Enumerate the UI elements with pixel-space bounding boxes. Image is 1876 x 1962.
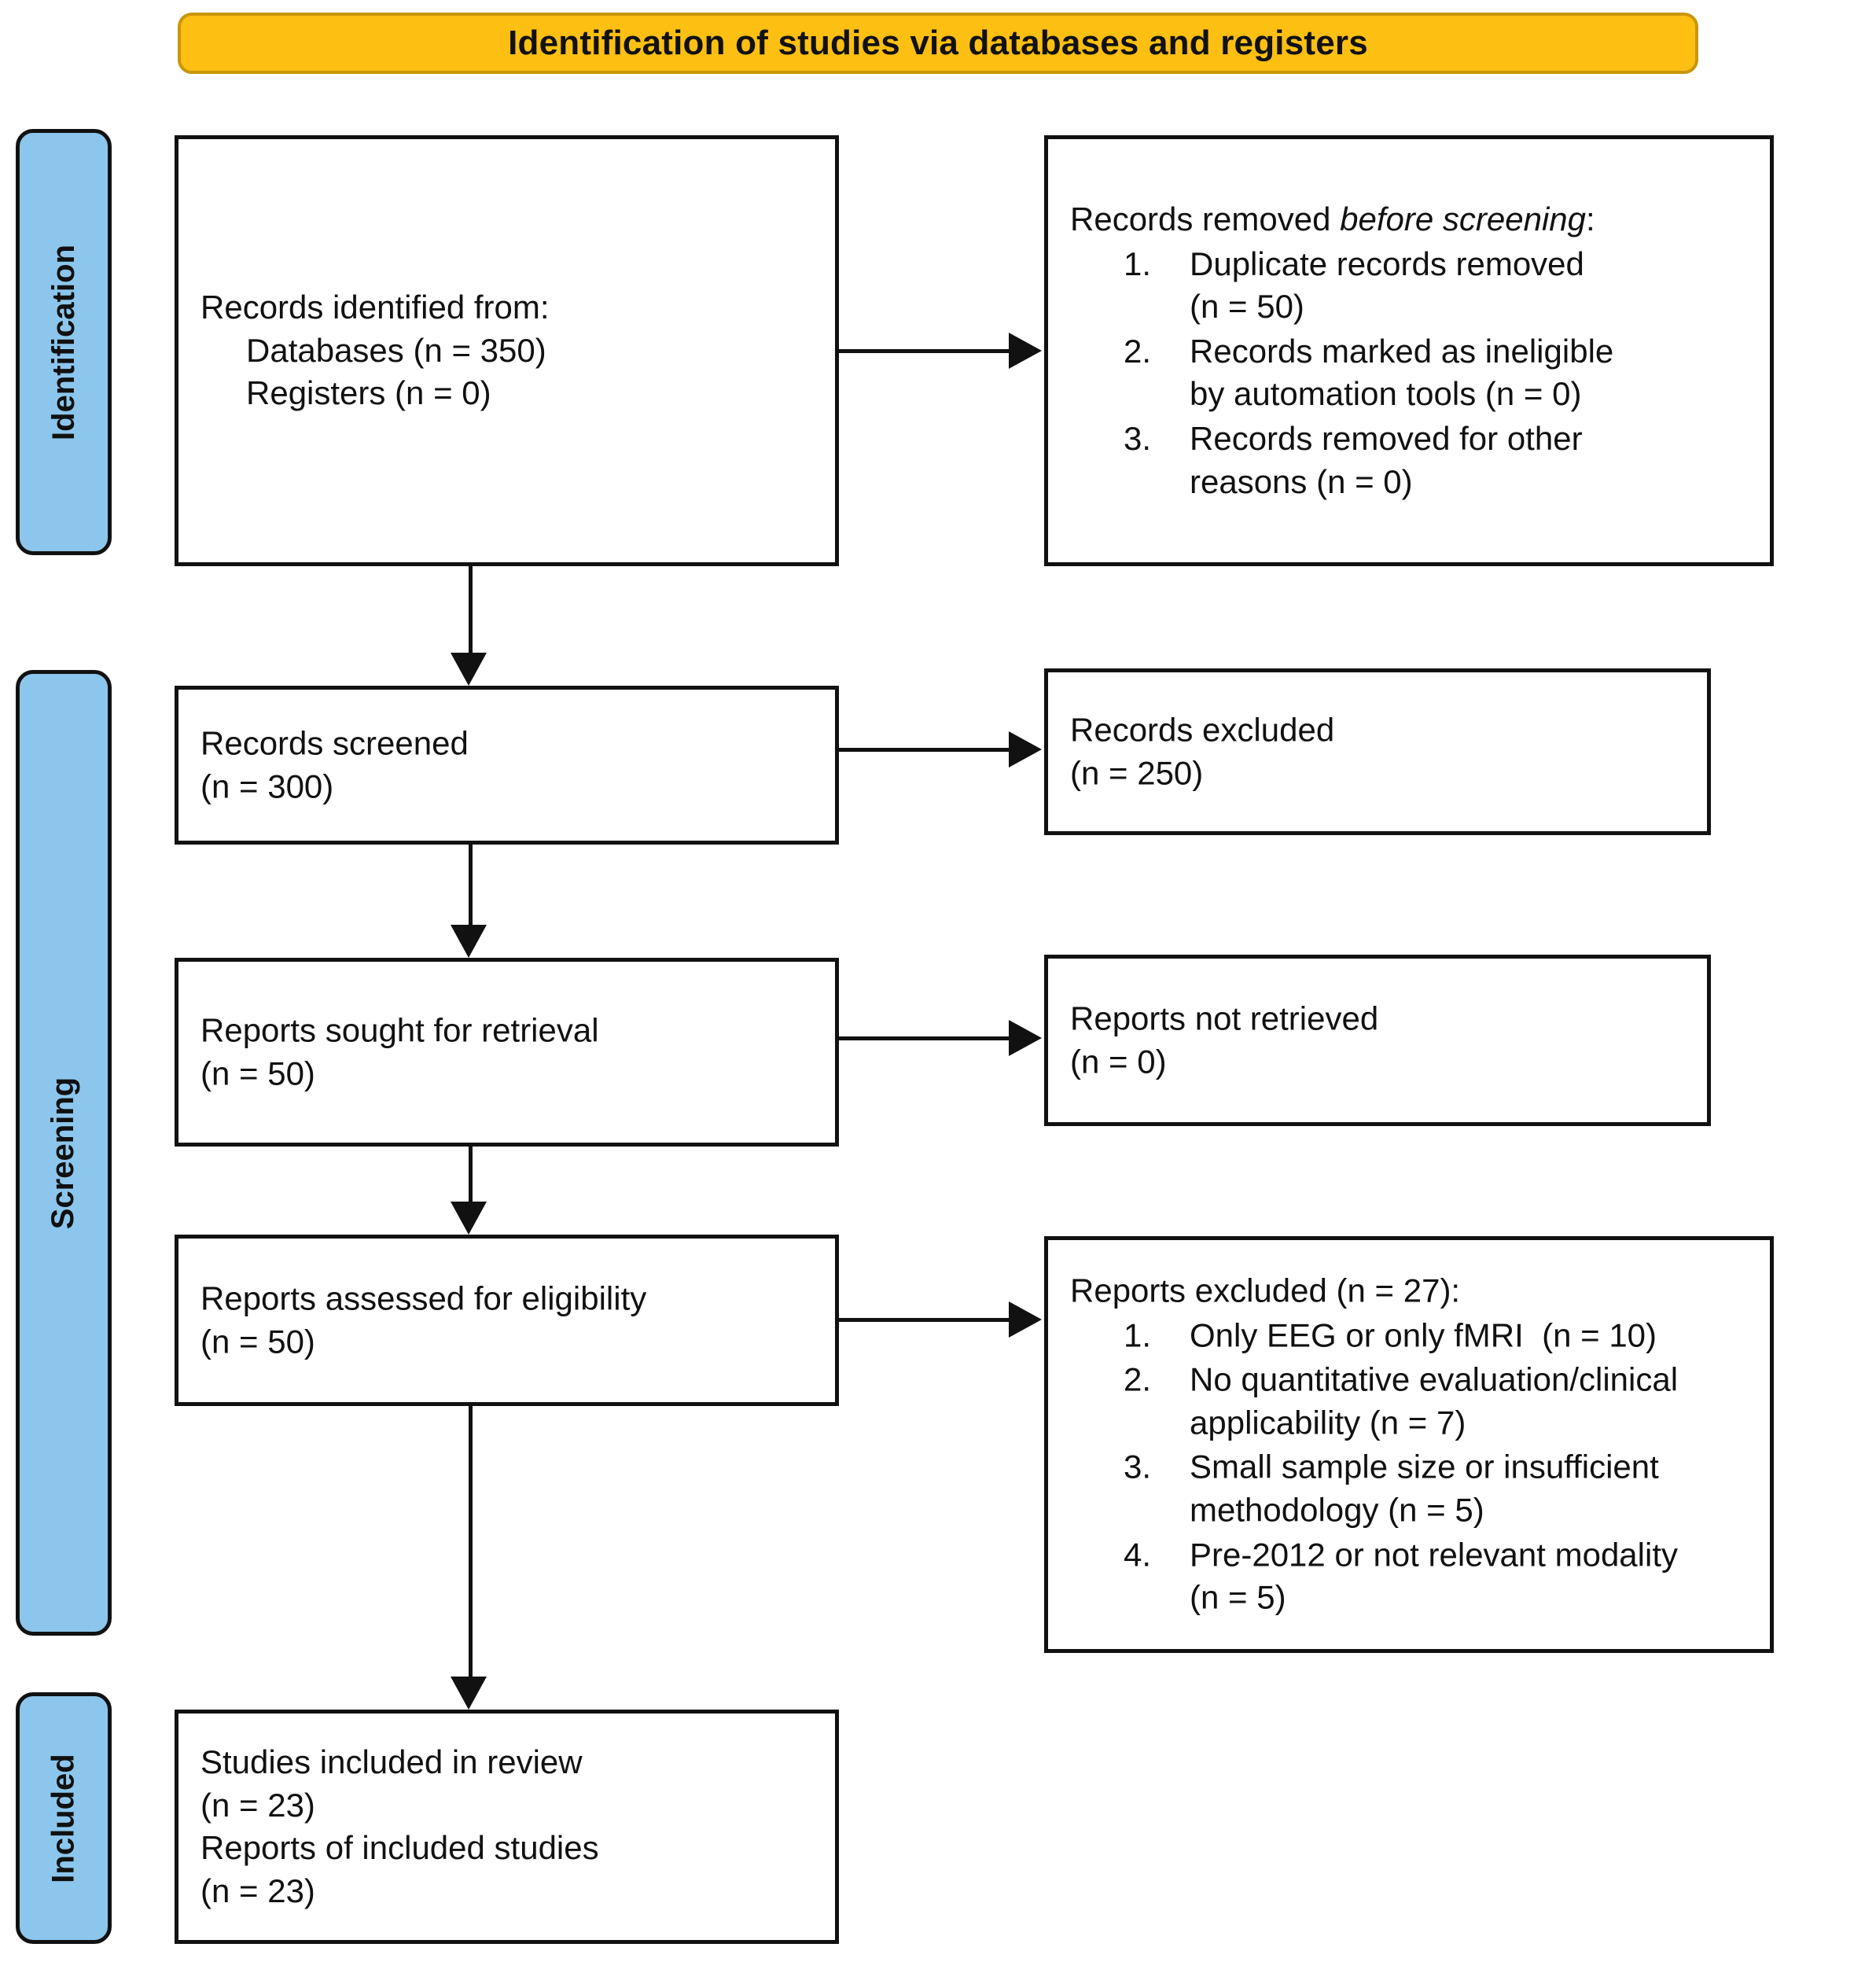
- list-item: 1. Duplicate records removed (n = 50): [1070, 243, 1754, 329]
- arrowhead-assessed-to-included: [451, 1677, 487, 1710]
- list-item-number: 2.: [1124, 332, 1152, 370]
- box-records-identified: Records identified from: Databases (n = …: [175, 135, 839, 566]
- reports-not-retrieved-label: Reports not retrieved: [1070, 999, 1379, 1037]
- arrowhead-assessed-to-reports-excluded: [1009, 1301, 1042, 1338]
- arrowhead-screened-to-sought: [451, 925, 487, 958]
- records-screened-count: (n = 300): [200, 767, 334, 804]
- connector-screened-to-sought: [469, 845, 473, 928]
- records-excluded-label: Records excluded: [1070, 711, 1335, 749]
- studies-included-label: Studies included in review: [200, 1743, 583, 1780]
- records-identified-heading: Records identified from:: [200, 289, 550, 326]
- stage-bar-identification: Identification: [16, 129, 112, 555]
- records-screened-label: Records screened: [200, 724, 469, 762]
- reports-assessed-label: Reports assessed for eligibility: [200, 1279, 647, 1317]
- records-removed-heading-prefix: Records removed: [1070, 200, 1341, 237]
- studies-included-count: (n = 23): [200, 1786, 315, 1824]
- list-item-number: 2.: [1124, 1360, 1152, 1398]
- records-identified-databases: Databases (n = 350): [246, 331, 546, 369]
- list-item-text: Records marked as ineligible by automati…: [1190, 332, 1614, 413]
- box-reports-assessed-for-eligibility: Reports assessed for eligibility (n = 50…: [175, 1235, 839, 1406]
- box-records-removed-before-screening: Records removed before screening: 1. Dup…: [1044, 135, 1774, 566]
- connector-assessed-to-reports-excluded: [839, 1318, 1009, 1322]
- box-studies-included: Studies included in review (n = 23) Repo…: [175, 1710, 839, 1944]
- reports-assessed-count: (n = 50): [200, 1323, 315, 1360]
- box-reports-excluded: Reports excluded (n = 27): 1. Only EEG o…: [1044, 1236, 1774, 1653]
- list-item: 1. Only EEG or only fMRI (n = 10): [1070, 1314, 1754, 1357]
- records-removed-heading-italic: before screening: [1340, 200, 1587, 237]
- stage-bar-included: Included: [16, 1692, 112, 1944]
- list-item-number: 1.: [1124, 245, 1152, 282]
- box-records-excluded: Records excluded (n = 250): [1044, 668, 1711, 835]
- connector-assessed-to-included: [469, 1406, 473, 1680]
- list-item: 3. Records removed for other reasons (n …: [1070, 418, 1754, 503]
- list-item-text: Duplicate records removed (n = 50): [1190, 245, 1584, 326]
- connector-sought-to-not-retrieved: [839, 1036, 1009, 1040]
- list-item-number: 3.: [1124, 419, 1152, 457]
- arrowhead-sought-to-assessed: [451, 1202, 487, 1235]
- reports-excluded-heading: Reports excluded (n = 27):: [1070, 1272, 1461, 1309]
- records-identified-registers: Registers (n = 0): [246, 374, 491, 412]
- diagram-title: Identification of studies via databases …: [508, 24, 1368, 62]
- diagram-title-banner: Identification of studies via databases …: [178, 13, 1698, 74]
- list-item-text: Pre-2012 or not relevant modality (n = 5…: [1190, 1536, 1678, 1616]
- connector-sought-to-assessed: [469, 1147, 473, 1205]
- connector-screened-to-excluded: [839, 748, 1009, 752]
- list-item-number: 1.: [1124, 1316, 1152, 1354]
- list-item-text: No quantitative evaluation/clinical appl…: [1190, 1360, 1679, 1441]
- records-removed-list: 1. Duplicate records removed (n = 50) 2.…: [1070, 243, 1754, 504]
- box-records-screened: Records screened (n = 300): [175, 686, 839, 845]
- list-item-text: Small sample size or insufficient method…: [1190, 1448, 1659, 1529]
- records-removed-heading: Records removed before screening:: [1070, 198, 1754, 241]
- reports-not-retrieved-count: (n = 0): [1070, 1043, 1167, 1080]
- records-removed-heading-suffix: :: [1586, 200, 1595, 237]
- arrowhead-identified-to-screened: [451, 653, 487, 686]
- arrowhead-identified-to-removed: [1009, 333, 1042, 369]
- arrowhead-sought-to-not-retrieved: [1009, 1020, 1042, 1056]
- box-reports-not-retrieved: Reports not retrieved (n = 0): [1044, 955, 1711, 1126]
- list-item: 2. Records marked as ineligible by autom…: [1070, 330, 1754, 416]
- connector-identified-to-screened: [469, 566, 473, 654]
- reports-sought-count: (n = 50): [200, 1055, 315, 1091]
- stage-label-identification: Identification: [46, 244, 81, 440]
- reports-excluded-list: 1. Only EEG or only fMRI (n = 10) 2. No …: [1070, 1314, 1754, 1619]
- stage-label-included: Included: [46, 1753, 81, 1883]
- reports-included-count: (n = 23): [200, 1872, 315, 1909]
- reports-included-label: Reports of included studies: [200, 1829, 599, 1866]
- arrowhead-screened-to-excluded: [1009, 731, 1042, 767]
- box-reports-sought-for-retrieval: Reports sought for retrieval (n = 50): [175, 958, 839, 1147]
- records-excluded-count: (n = 250): [1070, 754, 1204, 791]
- stage-label-screening: Screening: [46, 1077, 81, 1229]
- list-item-text: Only EEG or only fMRI (n = 10): [1190, 1316, 1657, 1354]
- list-item-text: Records removed for other reasons (n = 0…: [1190, 419, 1583, 500]
- reports-sought-label: Reports sought for retrieval: [200, 1011, 599, 1049]
- list-item: 2. No quantitative evaluation/clinical a…: [1070, 1359, 1754, 1445]
- list-item: 4. Pre-2012 or not relevant modality (n …: [1070, 1533, 1754, 1619]
- list-item-number: 4.: [1124, 1536, 1152, 1574]
- connector-identified-to-removed: [839, 349, 1009, 353]
- stage-bar-screening: Screening: [16, 670, 112, 1636]
- list-item: 3. Small sample size or insufficient met…: [1070, 1446, 1754, 1532]
- list-item-number: 3.: [1124, 1448, 1152, 1485]
